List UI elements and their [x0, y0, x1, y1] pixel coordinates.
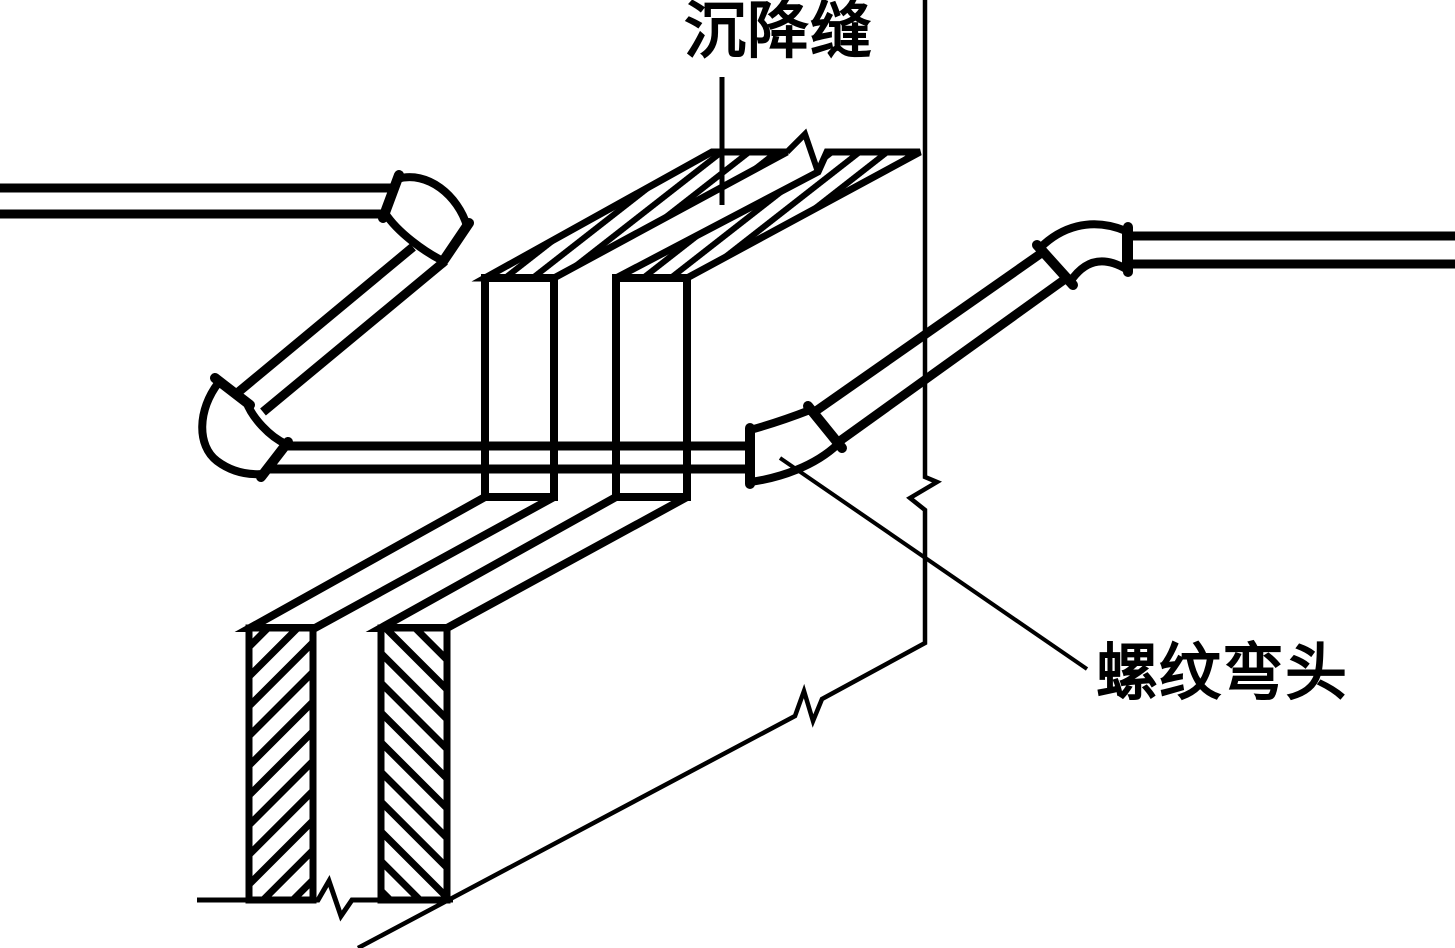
- wall-column-left: [245, 624, 317, 904]
- break-symbol-top: [784, 128, 821, 173]
- pipe-left-diagonal: [233, 243, 448, 416]
- wall-face-left: [481, 274, 558, 501]
- pipe-right-horizontal: [1126, 231, 1455, 269]
- wall-top-section-strips: [471, 128, 922, 282]
- pipe-runs: [0, 183, 1455, 474]
- elbow-top-right: [1032, 220, 1133, 290]
- threaded-elbows: [198, 170, 1133, 489]
- pipe-right-diagonal: [810, 248, 1071, 447]
- wall-face-right: [612, 274, 691, 501]
- wall-upper-faces: [481, 274, 691, 501]
- elbow-middle-right: [745, 401, 847, 489]
- settlement-joint-label: 沉降缝: [684, 0, 874, 66]
- pipe-middle-horizontal: [266, 441, 751, 474]
- pipe-left-horizontal: [0, 183, 396, 219]
- elbow-middle-left: [198, 373, 293, 482]
- structure-edge-line: [356, 0, 943, 948]
- threaded-elbow-label: 螺纹弯头: [1096, 640, 1349, 708]
- wall-bottom-columns: [245, 624, 451, 904]
- elbow-top-left: [378, 170, 474, 268]
- threaded-elbow-leader-line: [778, 456, 1089, 671]
- wall-column-right: [377, 624, 451, 904]
- wall-lower-bands: [234, 493, 689, 632]
